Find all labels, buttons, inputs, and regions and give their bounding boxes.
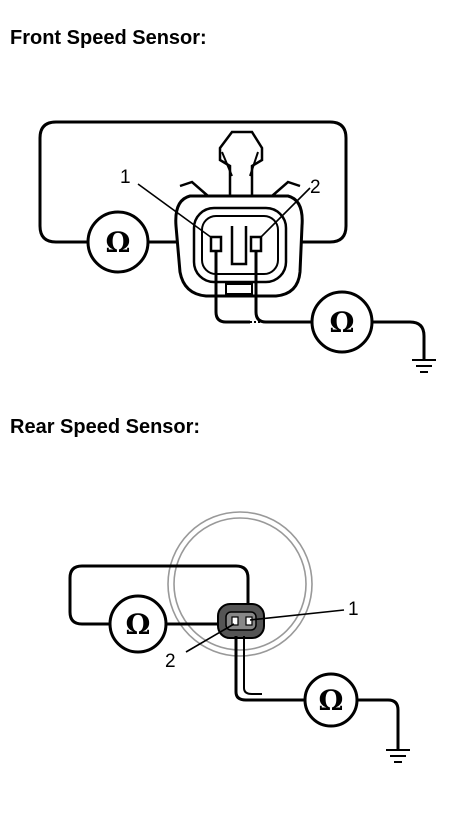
front-terminal-1	[209, 235, 223, 253]
rear-terminal-2	[231, 616, 239, 626]
rear-speed-sensor-title: Rear Speed Sensor:	[10, 416, 201, 438]
rear-terminal-2-leader	[185, 623, 235, 653]
front-ohmmeter-2-icon: Ω	[310, 290, 374, 354]
rear-harness-wire-1	[234, 636, 306, 702]
rear-ohmmeter-2-icon: Ω	[303, 672, 359, 728]
rear-sensor-outer-ring	[167, 511, 313, 657]
rear-sensor-inner-ring	[173, 517, 307, 651]
rear-terminal-2-label: 2	[165, 651, 176, 672]
rear-speed-sensor-diagram: 1 2 Ω Ω	[68, 511, 410, 763]
rear-ohmmeter-1-symbol: Ω	[126, 608, 151, 641]
front-terminal-2	[249, 235, 263, 253]
front-terminal-1-label: 1	[120, 167, 131, 188]
rear-ohmmeter-1-loop-wire	[68, 564, 250, 626]
front-terminal-2-leader	[259, 187, 311, 239]
front-ohmmeter-1-icon: Ω	[86, 210, 150, 274]
front-ohmmeter-1-loop-wire	[38, 120, 348, 244]
rear-terminal-1-label: 1	[348, 599, 359, 620]
rear-terminal-1-leader	[249, 609, 345, 621]
rear-ohmmeter-2-symbol: Ω	[319, 684, 344, 717]
rear-ground-icon	[386, 749, 410, 763]
front-harness-wire-1	[214, 251, 250, 324]
front-speed-sensor-title: Front Speed Sensor:	[10, 27, 207, 49]
front-terminal-2-label: 2	[310, 177, 321, 198]
front-terminal-1-leader	[137, 183, 213, 239]
front-ohmmeter-1-symbol: Ω	[106, 226, 131, 259]
front-ohmmeter-2-symbol: Ω	[330, 306, 355, 339]
rear-harness-wire-2	[243, 636, 262, 695]
front-ohmmeter-2-ground-wire	[372, 320, 426, 360]
rear-terminal-1	[245, 616, 253, 626]
front-speed-sensor-diagram: 1 2 Ω Ω	[38, 120, 436, 373]
rear-ohmmeter-2-ground-wire	[356, 698, 400, 750]
front-harness-wire-2	[254, 251, 312, 324]
front-sensor-connector	[174, 130, 304, 298]
rear-ohmmeter-1-icon: Ω	[108, 594, 168, 654]
front-ground-icon	[412, 359, 436, 373]
rear-sensor-connector	[217, 603, 265, 639]
